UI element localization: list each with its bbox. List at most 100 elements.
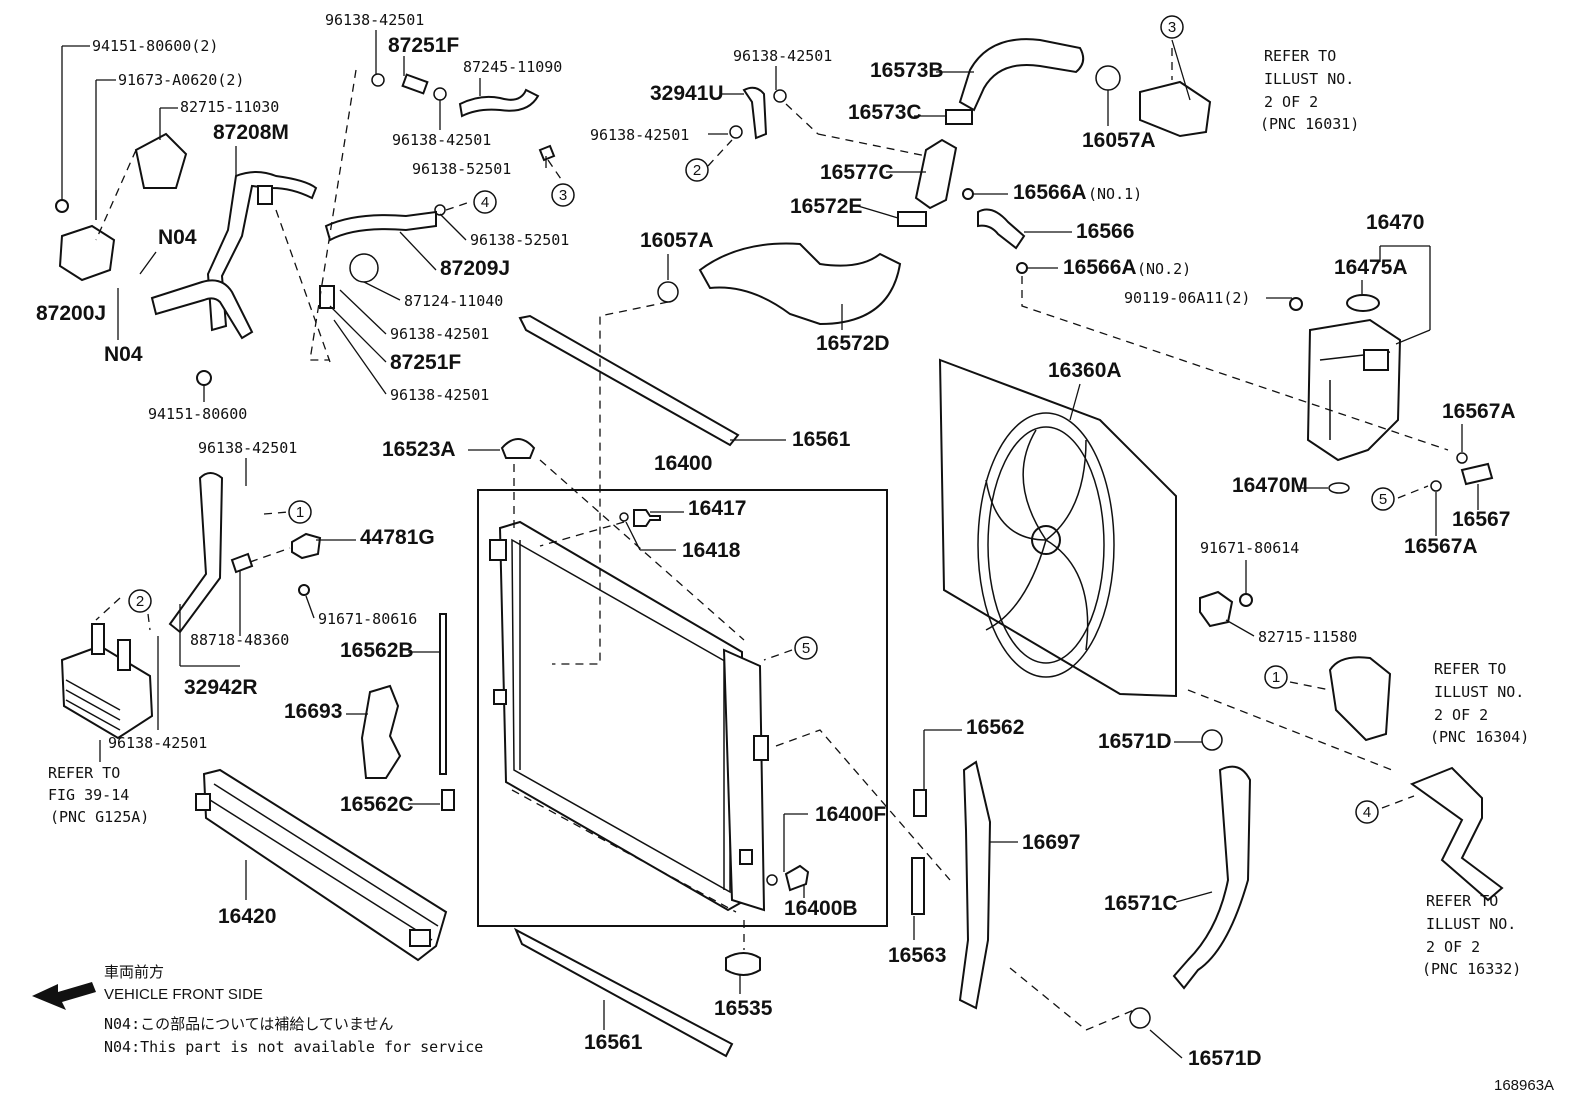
clamp-96138-52501	[538, 144, 556, 162]
part-label-94151-80600-2: 94151-80600(2)	[92, 37, 218, 55]
part-labels: 94151-80600(2)91673-A0620(2)82715-110308…	[36, 11, 1516, 1070]
part-label-16697: 16697	[1022, 831, 1080, 854]
nut-94151	[55, 199, 69, 213]
hose-87245-11090	[458, 88, 540, 118]
part-label-16523a: 16523A	[382, 438, 456, 461]
part-label-87208m: 87208M	[213, 121, 289, 144]
seal-16563	[911, 857, 925, 915]
thermostat-housing	[1139, 80, 1212, 138]
clamp-87124	[349, 253, 379, 283]
seal-16562	[913, 789, 927, 817]
part-label-16418: 16418	[682, 539, 741, 562]
valve-87200j	[58, 224, 116, 282]
part-label-16567: 16567	[1452, 508, 1510, 531]
drawing-number: 168963A	[1494, 1077, 1554, 1094]
part-label-16571d: 16571D	[1098, 730, 1172, 753]
heater-hose-group	[150, 171, 318, 386]
hose-16567	[1460, 462, 1494, 486]
water-inlet	[1328, 656, 1392, 742]
callout-circle-4: 4	[473, 190, 497, 214]
front-label-jp: 車両前方	[104, 964, 164, 981]
callout-ring	[1264, 665, 1288, 689]
ref-16304-line3: 2 OF 2	[1434, 706, 1488, 724]
gasket-16470m	[1328, 482, 1350, 494]
clamp-16567a-top	[1456, 452, 1468, 464]
ref-16031-line2: ILLUST NO.	[1264, 70, 1354, 88]
o-ring-16400f	[766, 874, 778, 886]
callout-ring	[288, 500, 312, 524]
cushion-16523a	[500, 438, 536, 459]
part-label-96138-42501: 96138-42501	[733, 47, 832, 65]
o-ring-16418	[619, 512, 629, 522]
callout-number: 5	[802, 640, 810, 657]
clamp-16571d-top	[1201, 729, 1223, 751]
part-label-87251f: 87251F	[388, 34, 459, 57]
clamp-96138-top	[371, 73, 385, 87]
part-label-16572e: 16572E	[790, 195, 862, 218]
bracket-82715-11580	[1199, 590, 1234, 628]
part-label-16475a: 16475A	[1334, 256, 1408, 279]
part-label-16057a: 16057A	[640, 229, 714, 252]
callout-number: 4	[481, 194, 489, 211]
radiator-assembly-box	[477, 489, 888, 927]
clamp-16571d-bottom	[1129, 1007, 1151, 1029]
part-label-87209j: 87209J	[440, 257, 510, 280]
hose-16566	[977, 208, 1026, 250]
part-label-16563: 16563	[888, 944, 946, 967]
ref-16332-line4: (PNC 16332)	[1422, 960, 1521, 978]
ref-16304-line1: REFER TO	[1434, 660, 1506, 678]
part-label-90119-06a11-2: 90119-06A11(2)	[1124, 289, 1250, 307]
callout-number: 3	[559, 187, 567, 204]
part-label-91671-80614: 91671-80614	[1200, 539, 1299, 557]
fan-shroud-16360a	[938, 358, 1177, 698]
part-label-32942r: 32942R	[184, 676, 258, 699]
part-label-16562b: 16562B	[340, 639, 414, 662]
bracket-16693	[360, 684, 402, 779]
part-label-96138-42501: 96138-42501	[390, 386, 489, 404]
part-label-16566: 16566	[1076, 220, 1134, 243]
clamp-16567a-bottom	[1430, 480, 1442, 492]
clamp-96138-52501-b	[434, 204, 446, 216]
hose-87251f-top	[401, 73, 429, 95]
part-label-16562c: 16562C	[340, 793, 414, 816]
part-label-16566a: 16566A	[1013, 181, 1087, 204]
part-label-16572d: 16572D	[816, 332, 890, 355]
part-label-16360a: 16360A	[1048, 359, 1122, 382]
seal-16562c	[441, 789, 455, 811]
seal-16697	[958, 760, 992, 1010]
callout-ring	[685, 158, 709, 182]
clamp-16573c	[945, 109, 973, 125]
callout-ring	[128, 589, 152, 613]
upper-seal-16561	[518, 314, 740, 447]
part-label-16573c: 16573C	[848, 101, 922, 124]
part-label-87124-11040: 87124-11040	[404, 292, 503, 310]
part-label-87245-11090: 87245-11090	[463, 58, 562, 76]
front-arrow-icon	[32, 982, 96, 1010]
part-label-96138-52501: 96138-52501	[412, 160, 511, 178]
part-label-16420: 16420	[218, 905, 276, 928]
part-label-16693: 16693	[284, 700, 342, 723]
bolt-91671-80614	[1239, 593, 1253, 607]
callout-number: 1	[1272, 669, 1280, 686]
clamp-32941u-bottom	[729, 125, 743, 139]
part-label-16571c: 16571C	[1104, 892, 1178, 915]
callout-number: 3	[1168, 19, 1176, 36]
callout-number: 4	[1363, 804, 1371, 821]
note-n04-en: N04:This part is not available for servi…	[104, 1038, 483, 1056]
clamp-16057a-left	[657, 281, 679, 303]
callout-circle-4: 4	[1355, 800, 1379, 824]
callout-circle-2: 2	[128, 589, 152, 613]
ref-16332-line1: REFER TO	[1426, 892, 1498, 910]
sensor-44781g	[291, 532, 322, 560]
hose-16571c	[1172, 765, 1252, 990]
radiator-core	[489, 520, 769, 912]
part-label-96138-52501: 96138-52501	[470, 231, 569, 249]
part-label-n04: N04	[158, 226, 197, 249]
pipe-16577c	[914, 138, 958, 210]
ref-39-14-line3: (PNC G125A)	[50, 808, 149, 826]
ref-16304-line4: (PNC 16304)	[1430, 728, 1529, 746]
clamp-16566a-no2	[1016, 262, 1028, 274]
part-label-87251f: 87251F	[390, 351, 461, 374]
